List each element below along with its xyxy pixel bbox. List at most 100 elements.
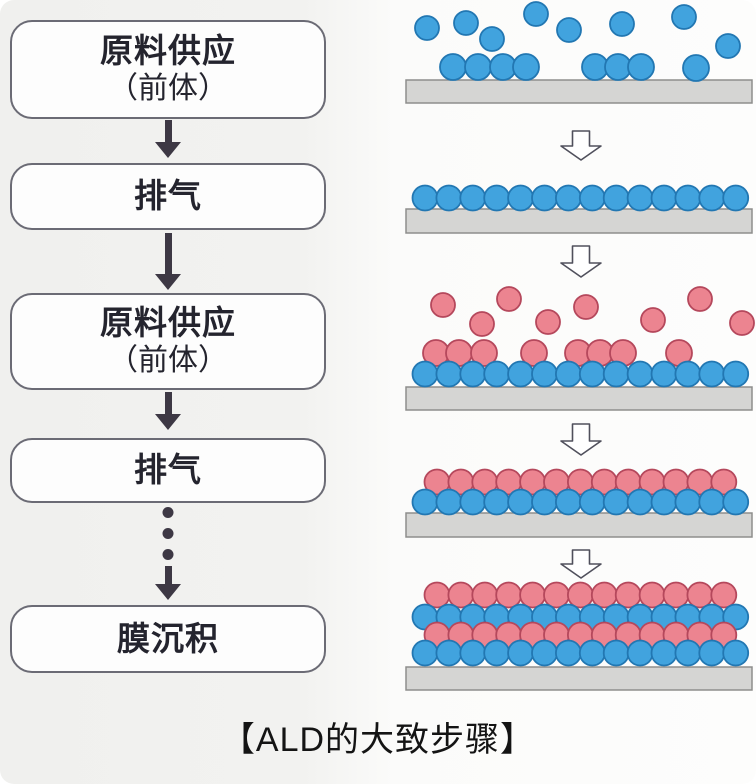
pink-molecule	[710, 581, 738, 609]
pink-molecule	[686, 581, 714, 609]
blue-molecule	[523, 1, 549, 27]
blue-molecule	[556, 17, 582, 43]
flow-step-precursor-supply-2: 原料供应 （前体）	[10, 293, 326, 390]
blue-molecule	[682, 54, 710, 82]
blue-molecule	[698, 360, 726, 388]
blue-molecule	[671, 4, 697, 30]
flow-step-purge-1: 排气	[10, 163, 326, 230]
blue-molecule	[554, 639, 582, 667]
flow-arrow-1-icon	[155, 120, 181, 158]
blue-molecule	[435, 184, 463, 212]
blue-molecule	[578, 488, 606, 516]
pink-molecule	[495, 581, 523, 609]
blue-molecule	[650, 639, 678, 667]
pink-molecule	[710, 468, 738, 496]
blue-molecule	[411, 639, 439, 667]
blue-molecule	[722, 184, 750, 212]
pink-molecule	[566, 581, 594, 609]
blue-molecule	[602, 360, 630, 388]
pink-molecule	[687, 286, 713, 312]
stage-5-film-deposition-multilayer	[405, 581, 753, 691]
blue-molecule	[435, 360, 463, 388]
blue-molecule	[674, 184, 702, 212]
blue-molecule	[459, 488, 487, 516]
blue-molecule	[602, 488, 630, 516]
blue-molecule	[507, 360, 535, 388]
blue-molecule	[435, 639, 463, 667]
pink-molecule	[535, 309, 561, 335]
blue-molecule	[554, 184, 582, 212]
blue-molecule	[507, 184, 535, 212]
blue-molecule	[411, 184, 439, 212]
pink-molecule	[471, 581, 499, 609]
stage-1-first-precursor-dose	[405, 1, 753, 104]
flow-arrow-3-icon	[155, 392, 181, 430]
pink-molecule	[614, 581, 642, 609]
blue-molecule	[698, 184, 726, 212]
blue-molecule	[715, 33, 741, 59]
substrate-bar	[405, 79, 753, 104]
blue-molecule	[479, 26, 505, 52]
pink-molecule	[640, 307, 666, 333]
blue-molecule	[531, 488, 558, 516]
blue-molecule	[507, 488, 535, 516]
blue-molecule	[578, 360, 606, 388]
stage-3-second-precursor-dose	[405, 286, 755, 411]
hollow-down-arrow-icon	[560, 130, 602, 161]
blue-molecule	[604, 53, 632, 81]
blue-molecule	[531, 639, 558, 667]
substrate-bar	[405, 666, 753, 691]
blue-molecule	[650, 488, 678, 516]
blue-molecule	[626, 184, 654, 212]
blue-molecule	[626, 360, 654, 388]
pink-molecule	[573, 294, 599, 320]
pink-molecule	[447, 581, 475, 609]
blue-molecule	[459, 360, 487, 388]
blue-molecule	[674, 639, 702, 667]
pink-molecule	[496, 286, 522, 312]
blue-molecule	[554, 360, 582, 388]
step-label: 膜沉积	[117, 619, 219, 657]
blue-molecule	[698, 639, 726, 667]
step-label: 原料供应	[100, 304, 236, 342]
substrate-bar	[405, 386, 753, 411]
blue-molecule	[650, 360, 678, 388]
pink-molecule	[423, 581, 451, 609]
pink-molecule	[469, 311, 495, 337]
blue-molecule	[627, 53, 655, 81]
blue-molecule	[698, 488, 726, 516]
flow-arrow-2-icon	[155, 233, 181, 290]
step-sublabel: （前体）	[108, 344, 228, 378]
flow-step-precursor-supply-1: 原料供应 （前体）	[10, 20, 326, 119]
blue-molecule	[722, 488, 750, 516]
flow-arrow-4-icon	[155, 566, 181, 600]
pink-molecule	[470, 339, 498, 367]
blue-molecule	[674, 488, 702, 516]
blue-molecule	[512, 53, 540, 81]
blue-molecule	[674, 360, 702, 388]
pink-molecule	[729, 310, 755, 336]
blue-molecule	[650, 184, 678, 212]
blue-molecule	[602, 184, 630, 212]
ald-stages-illustration	[405, 1, 755, 691]
flow-ellipsis-dots-icon	[162, 507, 174, 560]
blue-molecule	[578, 639, 606, 667]
blue-molecule	[722, 639, 750, 667]
blue-molecule	[464, 53, 492, 81]
blue-molecule	[722, 360, 750, 388]
hollow-down-arrow-icon	[560, 549, 602, 579]
blue-molecule	[439, 53, 467, 81]
pink-molecule	[543, 581, 570, 609]
flow-step-purge-2: 排气	[10, 438, 326, 503]
substrate-bar	[405, 208, 753, 234]
blue-molecule	[411, 488, 439, 516]
blue-molecule	[435, 488, 463, 516]
blue-molecule	[483, 360, 511, 388]
blue-molecule	[483, 639, 511, 667]
substrate-bar	[405, 512, 753, 538]
blue-molecule	[581, 53, 609, 81]
blue-molecule	[626, 639, 654, 667]
blue-molecule	[554, 488, 582, 516]
pink-molecule	[590, 581, 618, 609]
